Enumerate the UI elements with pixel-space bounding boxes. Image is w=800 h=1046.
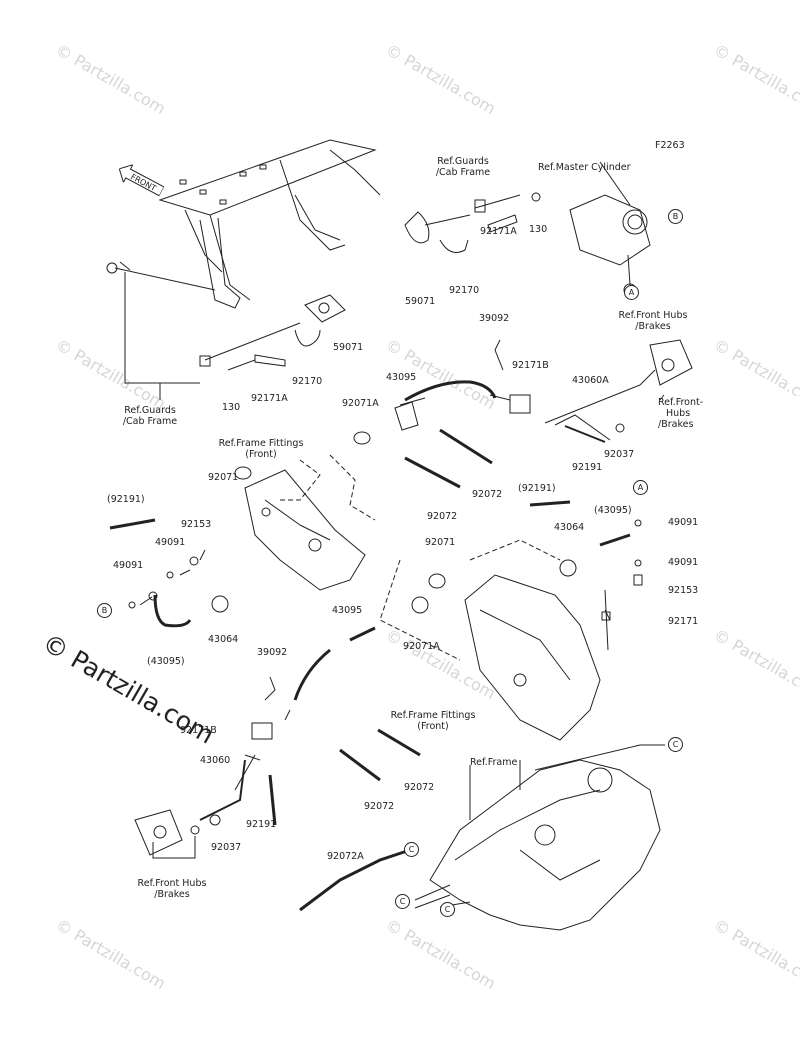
front-arrow-icon: FRONT: [118, 163, 165, 197]
part-49091: 49091: [113, 560, 144, 571]
ref-frame: Ref.Frame: [470, 757, 518, 768]
part-43095: 43095: [386, 372, 417, 383]
guards-frame-illustration: [106, 139, 381, 309]
part-49091: 49091: [155, 537, 186, 548]
ref-master-cylinder: Ref.Master Cylinder: [538, 162, 631, 173]
part-92072: 92072: [427, 511, 458, 522]
part-39092: 39092: [257, 647, 288, 658]
callout-a: A: [624, 285, 639, 300]
part-43095-ref: (43095): [147, 656, 185, 667]
callout-a: A: [633, 480, 648, 495]
callout-b: B: [668, 209, 683, 224]
ref-front-hubs-right-2: Ref.Front-Hubs/Brakes: [658, 397, 704, 430]
part-92171a: 92171A: [251, 393, 288, 404]
ref-front-hubs-right: Ref.Front Hubs/Brakes: [618, 310, 688, 332]
part-43064: 43064: [554, 522, 585, 533]
part-92071a: 92071A: [342, 398, 379, 409]
part-43095: 43095: [332, 605, 363, 616]
part-92072: 92072: [364, 801, 395, 812]
part-92171: 92171: [668, 616, 699, 627]
part-92171a: 92171A: [480, 226, 517, 237]
part-92072: 92072: [404, 782, 435, 793]
part-92072a: 92072A: [327, 851, 364, 862]
part-43064: 43064: [208, 634, 239, 645]
part-92071a: 92071A: [403, 641, 440, 652]
part-92071: 92071: [208, 472, 239, 483]
part-130: 130: [222, 402, 241, 413]
ref-frame-fittings-left: Ref.Frame Fittings(Front): [218, 438, 304, 460]
ref-frame-fittings-mid: Ref.Frame Fittings(Front): [390, 710, 476, 732]
part-92037: 92037: [604, 449, 635, 460]
callout-c: C: [404, 842, 419, 857]
callout-c: C: [395, 894, 410, 909]
part-92191: 92191: [572, 462, 603, 473]
part-92191-ref: (92191): [107, 494, 145, 505]
part-49091: 49091: [668, 557, 699, 568]
part-92037: 92037: [211, 842, 242, 853]
part-92153: 92153: [181, 519, 212, 530]
part-92171b: 92171B: [180, 725, 217, 736]
diagram-code: F2263: [655, 140, 685, 151]
callout-c: C: [668, 737, 683, 752]
part-92071: 92071: [425, 537, 456, 548]
ref-guards-cab-left: Ref.Guards/Cab Frame: [122, 405, 178, 427]
part-92191: 92191: [246, 819, 277, 830]
part-92170: 92170: [292, 376, 323, 387]
part-43060a: 43060A: [572, 375, 609, 386]
part-43060: 43060: [200, 755, 231, 766]
part-39092: 39092: [479, 313, 510, 324]
part-92171b: 92171B: [512, 360, 549, 371]
part-59071: 59071: [333, 342, 364, 353]
part-92072: 92072: [472, 489, 503, 500]
part-43095-ref: (43095): [594, 505, 632, 516]
part-92170: 92170: [449, 285, 480, 296]
part-49091: 49091: [668, 517, 699, 528]
ref-guards-cab-top: Ref.Guards/Cab Frame: [435, 156, 491, 178]
callout-c: C: [440, 902, 455, 917]
ref-front-hubs-left: Ref.Front Hubs/Brakes: [137, 878, 207, 900]
part-59071: 59071: [405, 296, 436, 307]
part-92191-ref: (92191): [518, 483, 556, 494]
part-92153: 92153: [668, 585, 699, 596]
callout-b: B: [97, 603, 112, 618]
part-130: 130: [529, 224, 548, 235]
